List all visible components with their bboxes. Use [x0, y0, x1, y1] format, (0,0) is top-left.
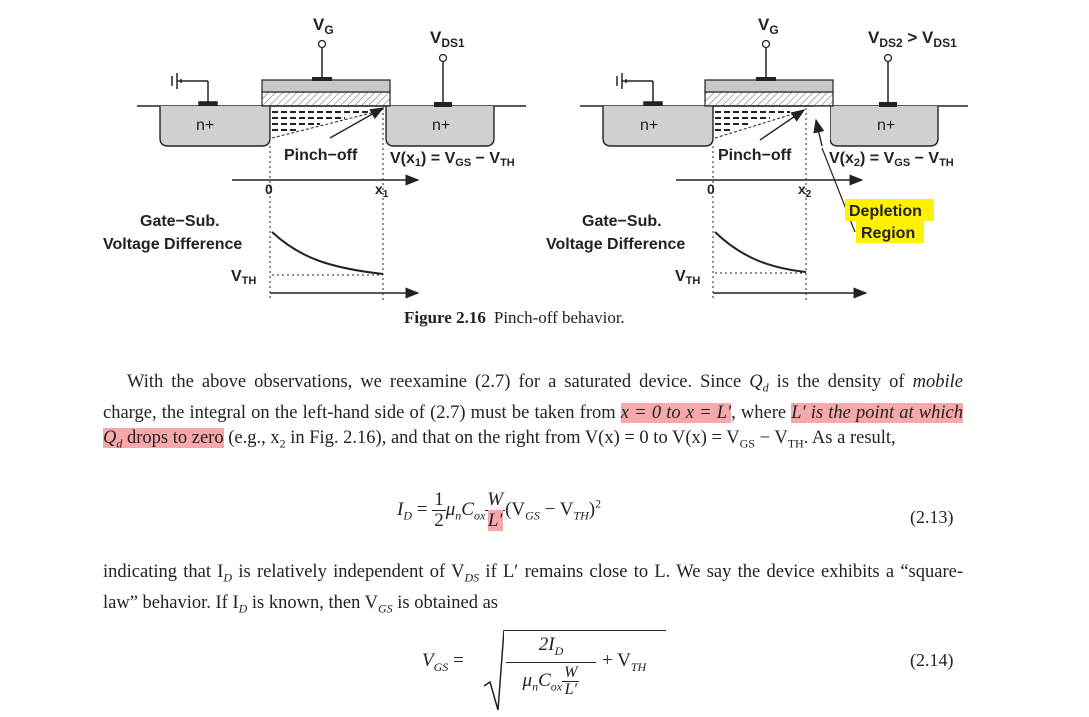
right-axis-zero: 0 — [707, 181, 715, 197]
paragraph-2: indicating that ID is relatively indepen… — [103, 562, 964, 616]
left-nplus-drain: n+ — [432, 117, 450, 134]
depletion-label-2: Region — [861, 225, 915, 242]
left-ylabel-1: Gate−Sub. — [140, 213, 220, 230]
figure-number: Figure 2.16 — [404, 308, 486, 327]
pinch-off-figure: VG VDS1 n+ n+ Pinch−off V(x1) = VGS − VT… — [103, 15, 968, 300]
right-v-equation: V(x2) = VGS − VTH — [829, 150, 954, 169]
left-vds-label: VDS1 — [430, 28, 465, 50]
right-mosfet: VG VDS2 > VDS1 n+ n+ Pinch−off V(x2) = V… — [546, 15, 968, 300]
depletion-highlight — [845, 199, 934, 221]
left-pinchoff-label: Pinch−off — [284, 147, 358, 164]
right-vg-label: VG — [758, 15, 779, 37]
equation-number-2-14: (2.14) — [910, 650, 954, 670]
ground-icon — [171, 73, 218, 108]
equation-number-2-13: (2.13) — [910, 507, 954, 527]
left-nplus-source: n+ — [196, 117, 214, 134]
depletion-label-1: Depletion — [849, 203, 922, 220]
right-axis-x2: x2 — [798, 181, 812, 200]
highlight-range: x = 0 to x = L′ — [620, 402, 732, 423]
right-nplus-source: n+ — [640, 117, 658, 134]
left-vg-label: VG — [313, 15, 334, 37]
sqrt-icon — [483, 629, 504, 711]
left-ylabel-2: Voltage Difference — [103, 236, 242, 253]
right-vth-label: VTH — [675, 268, 700, 287]
left-v-equation: V(x1) = VGS − VTH — [390, 150, 515, 169]
figure-caption-text: Pinch-off behavior. — [493, 308, 625, 327]
highlight-lprime-eq: L′ — [487, 510, 503, 531]
left-axis-x1: x1 — [375, 181, 389, 200]
right-nplus-drain: n+ — [877, 117, 895, 134]
right-pinchoff-label: Pinch−off — [718, 147, 792, 164]
figure-caption: Figure 2.16 Pinch-off behavior. — [404, 308, 625, 328]
ground-icon — [616, 73, 663, 108]
right-ylabel-1: Gate−Sub. — [582, 213, 662, 230]
left-vth-label: VTH — [231, 268, 256, 287]
left-axis-zero: 0 — [265, 181, 273, 197]
left-mosfet: VG VDS1 n+ n+ Pinch−off V(x1) = VGS − VT… — [103, 15, 526, 300]
right-vds-label: VDS2 > VDS1 — [868, 28, 957, 50]
right-ylabel-2: Voltage Difference — [546, 236, 685, 253]
paragraph-1: With the above observations, we reexamin… — [103, 372, 963, 451]
